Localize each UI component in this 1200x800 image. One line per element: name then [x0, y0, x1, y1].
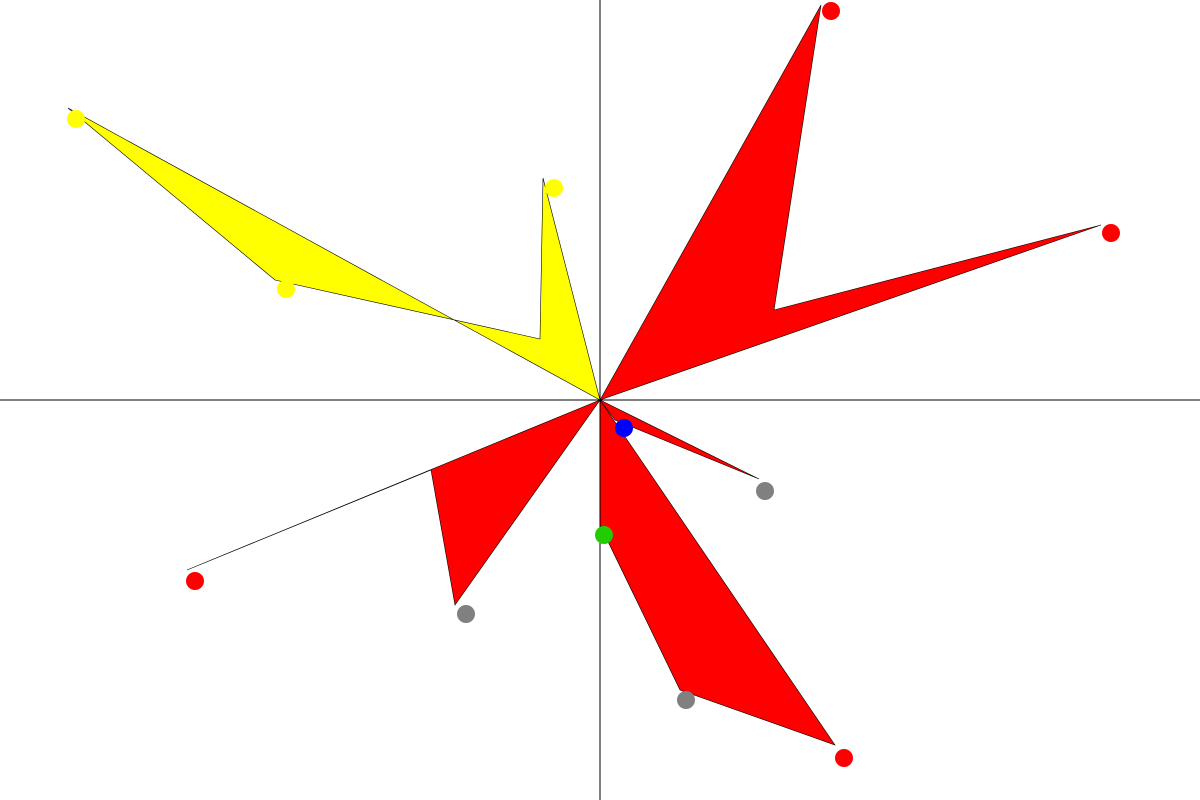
- data-point-5: [186, 572, 204, 590]
- data-point-8: [677, 691, 695, 709]
- shape-red-chevron-lower-left: [186, 399, 601, 606]
- data-point-1: [1102, 224, 1120, 242]
- data-point-6: [457, 605, 475, 623]
- shape-yellow-chevron-upper-left: [67, 107, 601, 401]
- data-point-3: [545, 179, 563, 197]
- points-layer: [67, 2, 1120, 767]
- data-point-11: [595, 526, 613, 544]
- shapes-layer: [67, 4, 1102, 746]
- data-point-9: [835, 749, 853, 767]
- shape-red-chevron-upper-right: [599, 4, 1102, 401]
- shape-red-sliver-lower-right: [599, 399, 760, 480]
- data-point-0: [822, 2, 840, 20]
- shape-red-chevron-lower-right: [599, 399, 836, 746]
- data-point-7: [756, 482, 774, 500]
- data-point-2: [67, 110, 85, 128]
- data-point-10: [615, 419, 633, 437]
- data-point-4: [277, 280, 295, 298]
